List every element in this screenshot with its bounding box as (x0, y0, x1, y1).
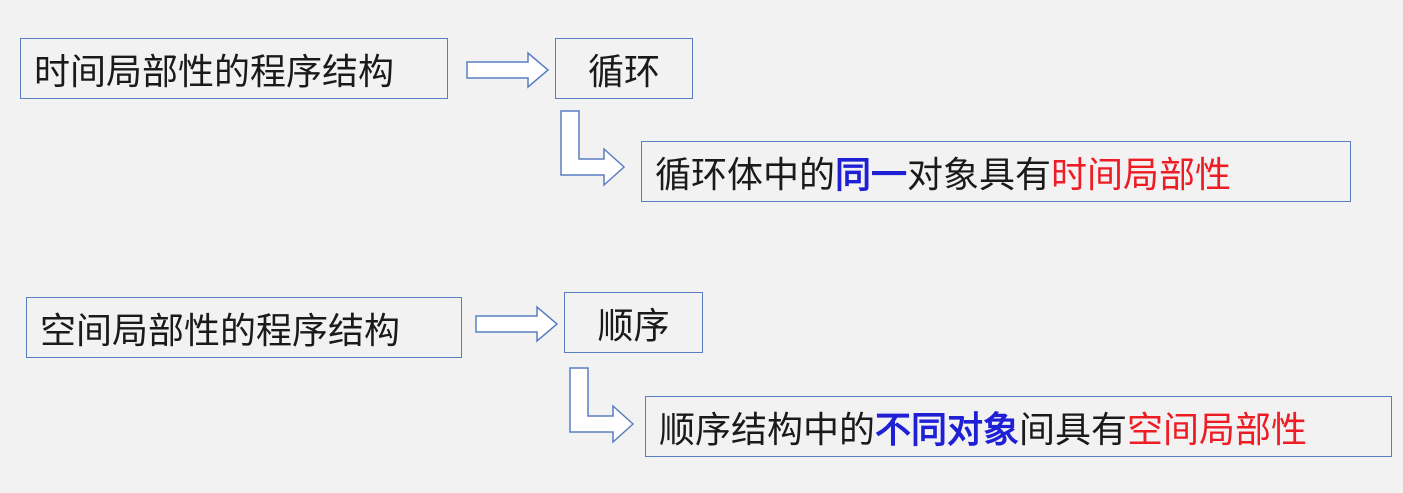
spatial-description-box: 顺序结构中的不同对象间具有空间局部性 (645, 396, 1392, 457)
spatial-desc-part1: 顺序结构中的 (659, 409, 876, 451)
temporal-desc-highlight: 同一 (835, 154, 908, 196)
temporal-desc-part2: 对象具有 (907, 154, 1052, 196)
temporal-desc-locality: 时间局部性 (1051, 154, 1232, 196)
loop-label: 循环 (587, 51, 660, 93)
spatial-desc-highlight: 不同对象 (875, 409, 1020, 451)
spatial-structure-box: 空间局部性的程序结构 (26, 297, 462, 358)
spatial-desc-part2: 间具有 (1019, 409, 1128, 451)
temporal-structure-box: 时间局部性的程序结构 (20, 38, 448, 99)
spatial-structure-label: 空间局部性的程序结构 (40, 310, 401, 352)
bent-arrow-icon (569, 367, 635, 444)
temporal-desc-part1: 循环体中的 (655, 154, 836, 196)
temporal-structure-label: 时间局部性的程序结构 (34, 51, 395, 93)
right-arrow-icon (475, 305, 559, 343)
sequence-box: 顺序 (564, 292, 703, 353)
right-arrow-icon (466, 51, 550, 89)
loop-box: 循环 (555, 38, 693, 99)
bent-arrow-icon (560, 110, 626, 187)
sequence-label: 顺序 (597, 305, 670, 347)
temporal-description-box: 循环体中的同一对象具有时间局部性 (641, 141, 1351, 202)
spatial-desc-locality: 空间局部性 (1127, 409, 1308, 451)
